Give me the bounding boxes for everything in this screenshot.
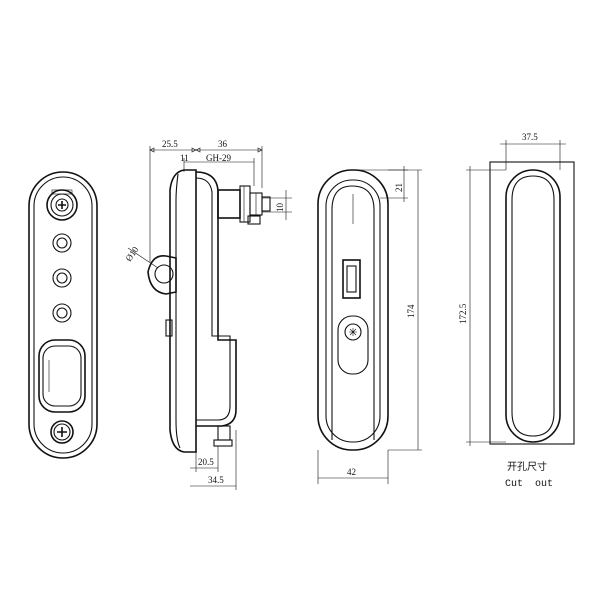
side-view: 25.5 36 11 GH-29 10 Ø10 20.5 34.5 [123, 139, 292, 490]
cutout-slot-inner [511, 175, 555, 437]
dim-side-top-left: 25.5 [162, 139, 178, 149]
front-button-3 [52, 303, 72, 323]
side-hole-lug [147, 255, 177, 295]
cutout-frame [489, 161, 575, 445]
front-button-2 [52, 268, 72, 288]
dim-side-bottom-outer: 34.5 [208, 475, 224, 485]
dim-side-top-right: 36 [218, 139, 228, 149]
rear-cam [337, 315, 369, 375]
cutout-dimensions: 37.5 172.5 [458, 132, 566, 446]
side-housing [195, 171, 237, 427]
side-dimensions: 25.5 36 11 GH-29 10 Ø10 20.5 34.5 [123, 139, 292, 490]
dim-side-bottom-inner: 20.5 [198, 457, 214, 467]
dim-rear-width: 42 [347, 467, 356, 477]
cutout-view: 37.5 172.5 开孔尺寸 Cut out [458, 132, 575, 490]
dim-cutout-height: 172.5 [458, 303, 468, 324]
front-bottom-screw [50, 420, 74, 444]
side-flange [169, 169, 197, 453]
side-bottom-screw [213, 425, 233, 447]
front-button-1 [52, 233, 72, 253]
front-inner-body [33, 176, 93, 454]
dim-side-hole: Ø10 [123, 244, 140, 263]
rear-inner-recess [331, 185, 375, 440]
rear-outer-body [317, 169, 389, 451]
dim-rear-height: 174 [406, 304, 416, 318]
rear-dimensions: 21 174 42 [317, 166, 422, 484]
cutout-slot [505, 169, 561, 443]
dim-rear-top: 21 [394, 183, 404, 192]
side-flange-edge [175, 173, 181, 449]
front-handle-recess [38, 339, 86, 413]
dim-cutout-width: 37.5 [522, 132, 538, 142]
side-shaft [217, 185, 271, 225]
keylock-cylinder [46, 189, 78, 221]
rear-view: 21 174 42 [317, 166, 422, 484]
dim-side-shaft: 10 [275, 203, 285, 213]
side-housing-inner [195, 177, 231, 421]
rear-latch-bolt [342, 259, 361, 299]
front-outer-body [28, 171, 98, 459]
dim-side-small: 11 [180, 153, 189, 163]
rear-inner-body [325, 179, 381, 443]
cutout-caption-en: Cut out [505, 479, 553, 490]
dim-side-thread: GH-29 [206, 153, 231, 163]
front-view [28, 171, 98, 459]
side-pin [165, 319, 173, 337]
cutout-caption-cn: 开孔尺寸 [507, 460, 547, 473]
